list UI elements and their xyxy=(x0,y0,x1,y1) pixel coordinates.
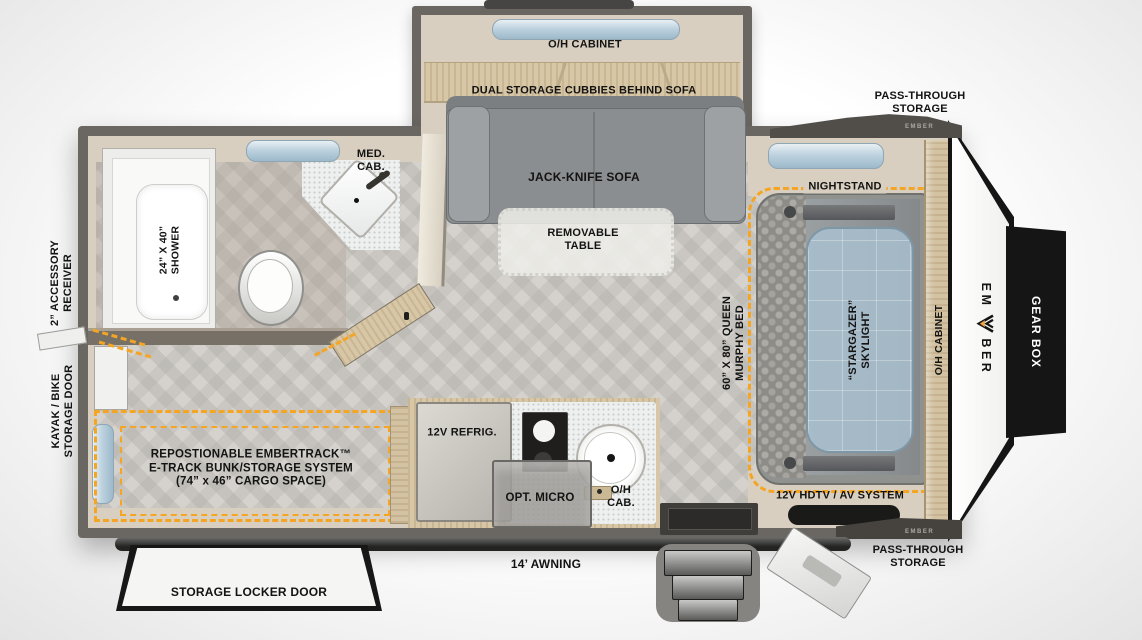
shelf-knob xyxy=(784,457,796,469)
oh-cabinet-bedroom-label: O/H CABINET xyxy=(932,304,945,376)
ember-brand-logo: EM BER xyxy=(976,282,996,376)
bathroom-wall xyxy=(88,328,348,345)
med-cab-label: MED. CAB. xyxy=(356,148,386,173)
entry-step xyxy=(664,550,752,576)
toilet-bowl xyxy=(247,259,293,313)
sofa-label: JACK-KNIFE SOFA xyxy=(528,169,640,184)
removable-table xyxy=(498,208,674,276)
jack-knife-sofa xyxy=(446,108,746,224)
storage-locker-door-face xyxy=(122,548,376,606)
removable-table-label: REMOVABLE TABLE xyxy=(547,227,619,252)
shower-tray xyxy=(136,184,208,320)
bathroom-partition-wall xyxy=(417,133,450,287)
oh-cab-kitchen-label: O/H CAB. xyxy=(607,484,635,509)
microwave-label: OPT. MICRO xyxy=(505,492,575,505)
embertrack-label: REPOSTIONABLE EMBERTRACK™ E-TRACK BUNK/S… xyxy=(149,448,353,488)
gear-box xyxy=(1006,226,1066,438)
shelf-knob xyxy=(784,206,796,218)
burner xyxy=(533,420,555,442)
kayak-door-panel xyxy=(94,346,128,410)
pass-through-bottom-label: PASS-THROUGH STORAGE xyxy=(872,544,964,569)
dual-storage-label: DUAL STORAGE CUBBIES BEHIND SOFA xyxy=(471,84,697,97)
kitchen-sink-rim xyxy=(584,432,636,484)
sofa-armrest-right xyxy=(704,106,746,222)
refrigerator-label: 12V REFRIG. xyxy=(427,426,497,439)
kitchen-faucet-dot xyxy=(597,489,602,494)
foot-shelf xyxy=(803,456,895,471)
oh-cabinet-top-label: O/H CABINET xyxy=(548,38,622,51)
ember-logo-icon xyxy=(976,314,994,333)
pass-through-door-bottom xyxy=(836,518,962,539)
roof-vent xyxy=(484,0,634,9)
brand-tiny-bottom: EMBER xyxy=(905,529,935,535)
murphy-bed-label: 60” X 80” QUEEN MURPHY BED xyxy=(721,295,746,391)
door-handle xyxy=(404,312,409,320)
brand-tiny-top: EMBER xyxy=(905,124,935,130)
slideout-window xyxy=(492,19,680,40)
awning-label: 14’ AWNING xyxy=(510,556,582,571)
nightstand-shelf xyxy=(803,205,895,220)
kayak-door-label: KAYAK / BIKE STORAGE DOOR xyxy=(50,364,75,458)
shower-label: 24” X 40” SHOWER xyxy=(157,225,182,275)
accessory-receiver-label: 2” ACCESSORY RECEIVER xyxy=(49,240,74,326)
tv-icon xyxy=(788,505,900,525)
vanity-drain xyxy=(354,198,359,203)
brand-letters-top: EM xyxy=(979,282,993,309)
sofa-armrest-left xyxy=(448,106,490,222)
cargo-window xyxy=(92,424,114,504)
gear-box-label: GEAR BOX xyxy=(1029,295,1044,369)
faucet-handle xyxy=(379,172,386,179)
storage-locker-label: STORAGE LOCKER DOOR xyxy=(170,584,328,599)
cargo-space-inner-outline xyxy=(120,426,390,516)
nightstand-label: NIGHTSTAND xyxy=(803,180,887,194)
kitchen-sink-drain xyxy=(607,454,615,462)
shower-drain-icon xyxy=(173,295,179,301)
bedroom-window xyxy=(768,143,884,169)
entry-step xyxy=(672,575,744,600)
skylight-label: “STARGAZER” SKYLIGHT xyxy=(847,299,872,381)
murphy-bed-backrest xyxy=(758,196,806,478)
pass-through-top-label: PASS-THROUGH STORAGE xyxy=(874,90,966,115)
microwave xyxy=(492,460,592,528)
stargazer-skylight xyxy=(806,227,914,453)
sofa-seam xyxy=(593,112,595,218)
entry-step xyxy=(678,599,738,621)
av-system-label: 12V HDTV / AV SYSTEM xyxy=(775,489,905,502)
entry-step-well-inner xyxy=(668,508,752,530)
bathroom-window xyxy=(246,140,340,162)
brand-letters-bottom: BER xyxy=(979,338,993,376)
